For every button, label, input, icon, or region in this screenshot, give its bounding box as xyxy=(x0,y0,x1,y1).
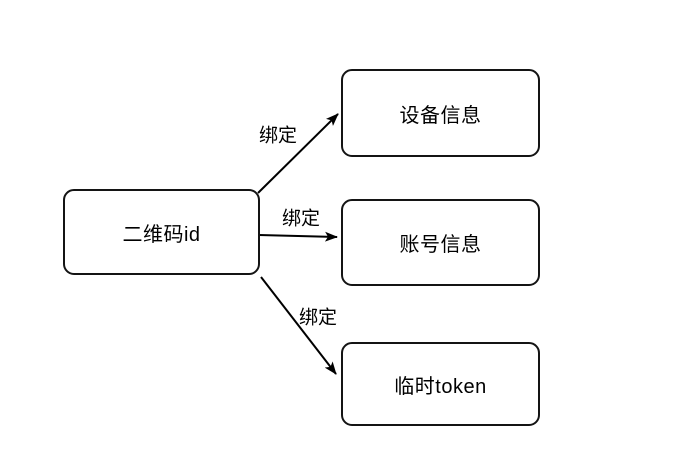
edge-label-bind-account: 绑定 xyxy=(281,208,321,230)
edge-qrcode-to-device xyxy=(257,113,339,194)
node-temp-token-label: 临时token xyxy=(394,375,487,398)
edge-qrcode-to-token xyxy=(260,276,337,375)
node-device-info-label: 设备信息 xyxy=(399,104,482,127)
edge-qrcode-to-account xyxy=(258,231,338,242)
edge-label-bind-token: 绑定 xyxy=(298,307,338,329)
node-qrcode-id: 二维码id xyxy=(63,189,260,275)
node-qrcode-id-label: 二维码id xyxy=(122,223,201,246)
edge-label-bind-device: 绑定 xyxy=(258,125,298,147)
node-account-info-label: 账号信息 xyxy=(399,234,482,256)
node-device-info: 设备信息 xyxy=(341,69,540,157)
node-temp-token: 临时token xyxy=(341,342,540,426)
node-account-info: 账号信息 xyxy=(341,199,540,286)
